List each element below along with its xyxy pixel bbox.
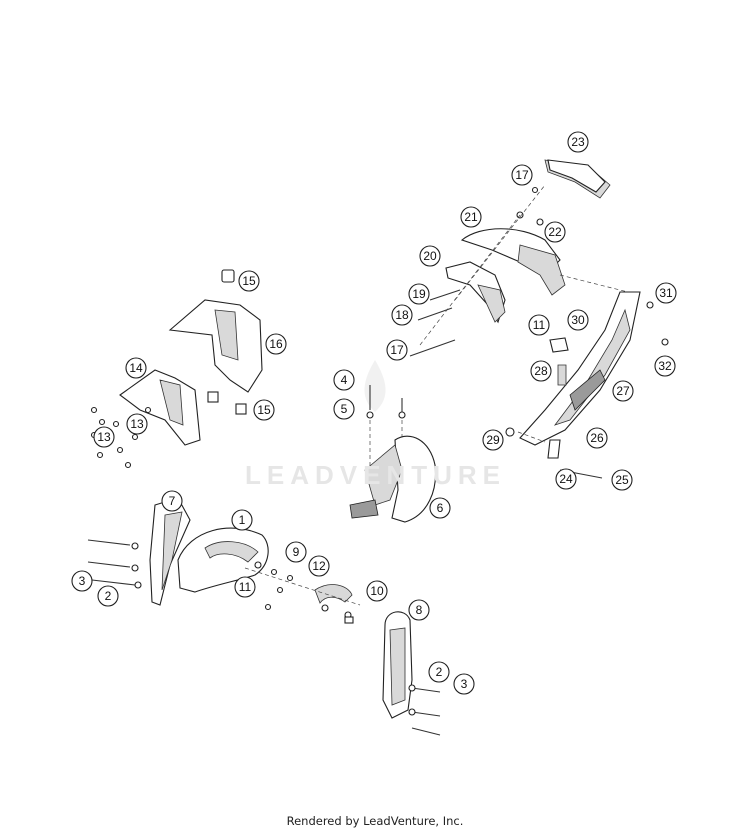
svg-text:29: 29 <box>486 433 500 447</box>
svg-text:4: 4 <box>341 373 348 387</box>
svg-text:11: 11 <box>533 318 546 332</box>
svg-text:12: 12 <box>312 559 326 573</box>
watermark-logo <box>364 360 386 412</box>
callout-21: 21 <box>460 206 482 228</box>
callout-17b: 17 <box>386 339 408 361</box>
svg-text:8: 8 <box>416 603 423 617</box>
callout-15b: 15 <box>253 399 275 421</box>
svg-text:18: 18 <box>395 308 409 322</box>
callout-6: 6 <box>429 497 451 519</box>
headlight-bracket-assembly <box>90 269 263 469</box>
left-fork-guard-assembly <box>87 497 191 606</box>
callout-26: 26 <box>586 427 608 449</box>
svg-text:16: 16 <box>269 337 283 351</box>
callout-17a: 17 <box>511 164 533 186</box>
svg-text:1: 1 <box>239 513 246 527</box>
front-fender-assembly <box>177 527 361 624</box>
callout-8: 8 <box>408 599 430 621</box>
callout-20: 20 <box>419 245 441 267</box>
callout-2b: 2 <box>428 661 450 683</box>
right-fork-guard-assembly <box>382 611 441 736</box>
callout-13a: 13 <box>126 413 148 435</box>
callout-15a: 15 <box>238 270 260 292</box>
svg-text:17: 17 <box>515 168 529 182</box>
callout-3b: 3 <box>453 673 475 695</box>
callout-28: 28 <box>530 360 552 382</box>
callout-9: 9 <box>285 541 307 563</box>
callout-14: 14 <box>125 357 147 379</box>
callout-13b: 13 <box>93 426 115 448</box>
svg-text:13: 13 <box>97 430 111 444</box>
svg-text:21: 21 <box>464 210 478 224</box>
callout-10: 10 <box>366 580 388 602</box>
callout-29: 29 <box>482 429 504 451</box>
svg-text:2: 2 <box>105 589 112 603</box>
svg-text:2: 2 <box>436 665 443 679</box>
svg-text:7: 7 <box>169 494 176 508</box>
callout-5: 5 <box>333 398 355 420</box>
svg-text:5: 5 <box>341 402 348 416</box>
svg-text:23: 23 <box>571 135 585 149</box>
svg-text:9: 9 <box>293 545 300 559</box>
callout-22: 22 <box>544 221 566 243</box>
svg-text:15: 15 <box>242 274 256 288</box>
svg-text:10: 10 <box>370 584 384 598</box>
side-guard-assembly <box>505 291 669 479</box>
svg-text:32: 32 <box>658 359 672 373</box>
svg-text:27: 27 <box>616 384 630 398</box>
svg-text:3: 3 <box>461 677 468 691</box>
svg-text:26: 26 <box>590 431 604 445</box>
callout-27: 27 <box>612 380 634 402</box>
callout-18: 18 <box>391 304 413 326</box>
callout-24: 24 <box>555 468 577 490</box>
svg-text:6: 6 <box>437 501 444 515</box>
svg-text:30: 30 <box>571 313 585 327</box>
callout-31: 31 <box>655 282 677 304</box>
svg-text:17: 17 <box>390 343 404 357</box>
callouts: 1 2 2 3 3 4 5 6 7 8 9 10 11 11 12 13 13 … <box>71 131 677 695</box>
svg-text:14: 14 <box>129 361 143 375</box>
svg-text:22: 22 <box>548 225 562 239</box>
callout-4: 4 <box>333 369 355 391</box>
svg-text:11: 11 <box>239 580 252 594</box>
callout-32: 32 <box>654 355 676 377</box>
callout-19: 19 <box>408 283 430 305</box>
callout-12: 12 <box>308 555 330 577</box>
callout-7: 7 <box>161 490 183 512</box>
svg-text:20: 20 <box>423 249 437 263</box>
callout-25: 25 <box>611 469 633 491</box>
callout-30: 30 <box>567 309 589 331</box>
callout-11a: 11 <box>234 576 256 598</box>
svg-text:28: 28 <box>534 364 548 378</box>
callout-11b: 11 <box>528 314 550 336</box>
callout-16: 16 <box>265 333 287 355</box>
svg-text:15: 15 <box>257 403 271 417</box>
callout-3a: 3 <box>71 570 93 592</box>
svg-text:3: 3 <box>79 574 86 588</box>
watermark-text: LEADVENTURE <box>245 460 507 490</box>
svg-text:25: 25 <box>615 473 629 487</box>
svg-text:24: 24 <box>559 472 573 486</box>
callout-1: 1 <box>231 509 253 531</box>
svg-text:19: 19 <box>412 287 426 301</box>
fork-protector-assembly <box>349 385 437 523</box>
callout-2a: 2 <box>97 585 119 607</box>
callout-23: 23 <box>567 131 589 153</box>
svg-text:13: 13 <box>130 417 144 431</box>
svg-text:31: 31 <box>659 286 673 300</box>
front-number-plate-assembly <box>409 159 641 357</box>
footer-credit: Rendered by LeadVenture, Inc. <box>286 814 464 828</box>
